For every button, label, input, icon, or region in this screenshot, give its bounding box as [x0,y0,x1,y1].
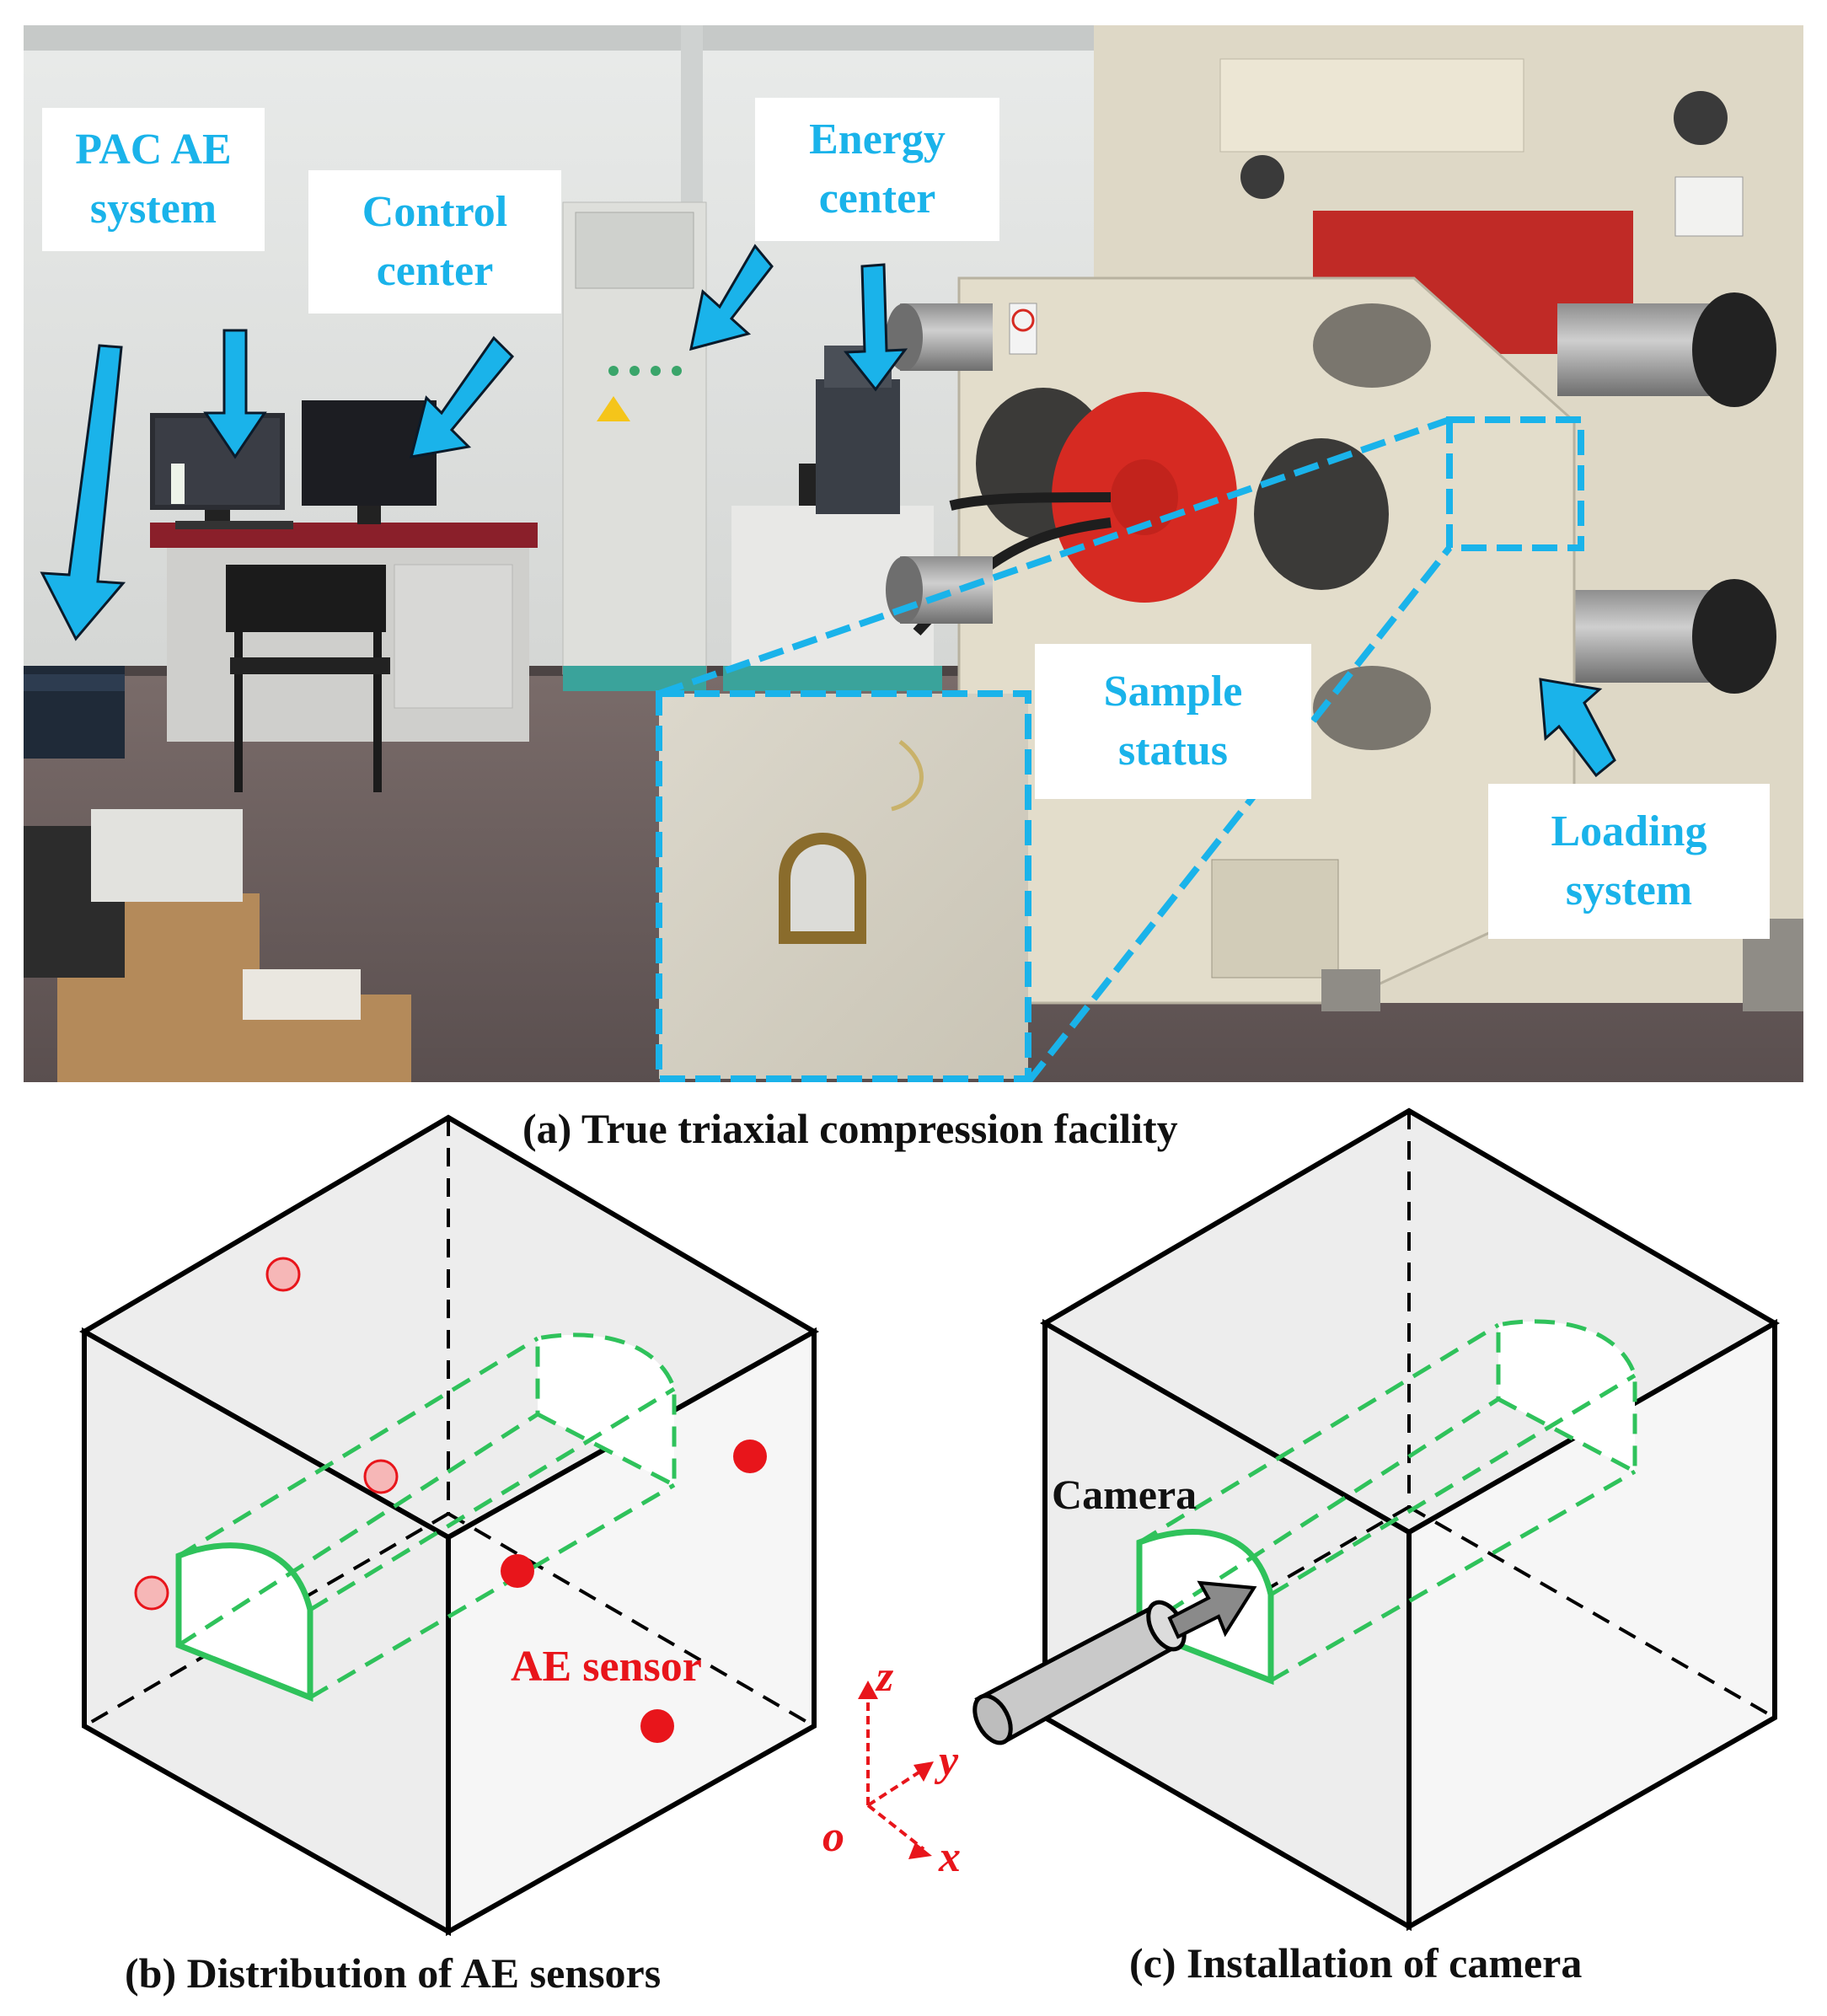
control-center-label: Control center [308,170,561,314]
sample-status-label-line2: status [1117,727,1229,775]
ae-sensor-label: AE sensor [511,1643,702,1691]
facility-photo-drawing [24,25,1803,1082]
cube-c-right-face [1406,1318,1777,1932]
annotation-arrows [40,244,1616,778]
loading-system-label-line2: system [1565,866,1693,914]
caption-c: (c) Installation of camera [1129,1939,1583,1987]
cube-c-tunnel-dashed [1138,1319,1637,1683]
axis-y-label: y [934,1737,959,1785]
arrow-pac-ae [40,344,126,641]
axis-origin-label: o [822,1813,844,1861]
axis-z-label: z [875,1653,894,1701]
camera-label: Camera [1052,1471,1197,1518]
ae-sensor-hidden-1 [265,1257,301,1292]
ae-sensor-hidden-2 [363,1459,399,1494]
cube-b-right-face [446,1327,817,1937]
ae-sensors [134,1257,767,1743]
caption-a: (a) True triaxial compression facility [522,1105,1178,1152]
cube-b: AE sensor [78,1114,820,1937]
pac-ae-system-label: PAC AE system [42,108,265,251]
energy-center-label-line1: Energy [809,115,946,164]
cube-c: Camera [972,1107,1781,1932]
control-center-label-line1: Control [362,188,508,236]
axis-x-label: x [938,1833,961,1881]
cube-b-hidden-edges [83,1118,816,1728]
diagrams-svg: AE sensor [78,1107,1781,1937]
pac-ae-system-label-line2: system [89,185,217,233]
control-center-label-line2: center [376,247,494,295]
axes-triad: z y x o [822,1653,961,1881]
facility-photo: PAC AE system Control center Energy cent… [24,25,1803,1082]
energy-center-label: Energy center [755,98,999,241]
arrow-control-center [409,335,515,458]
sample-zoom-callout [656,416,1584,1082]
pac-ae-system-label-line1: PAC AE [75,126,232,174]
cube-c-tunnel [1136,1319,1637,1686]
arrow-energy-center [689,244,774,351]
arrow-pac-ae-monitor [203,329,267,459]
ae-sensor-hidden-3 [134,1575,169,1611]
ae-sensor-1 [733,1440,767,1473]
ae-sensor-3 [640,1709,674,1743]
arrow-energy-motor [843,263,908,392]
energy-center-label-line2: center [818,174,936,223]
loading-system-label: Loading system [1488,784,1770,939]
cube-b-tunnel [175,1332,677,1702]
caption-b: (b) Distribution of AE sensors [125,1949,662,1997]
sample-status-label: Sample status [1035,644,1311,799]
cube-b-tunnel-dashed [177,1332,677,1700]
ae-sensor-2 [501,1554,534,1588]
camera-icon [972,1580,1257,1745]
loading-system-label-line1: Loading [1551,807,1707,855]
arrow-loading-system [1539,678,1616,778]
sample-status-label-line1: Sample [1103,668,1243,716]
